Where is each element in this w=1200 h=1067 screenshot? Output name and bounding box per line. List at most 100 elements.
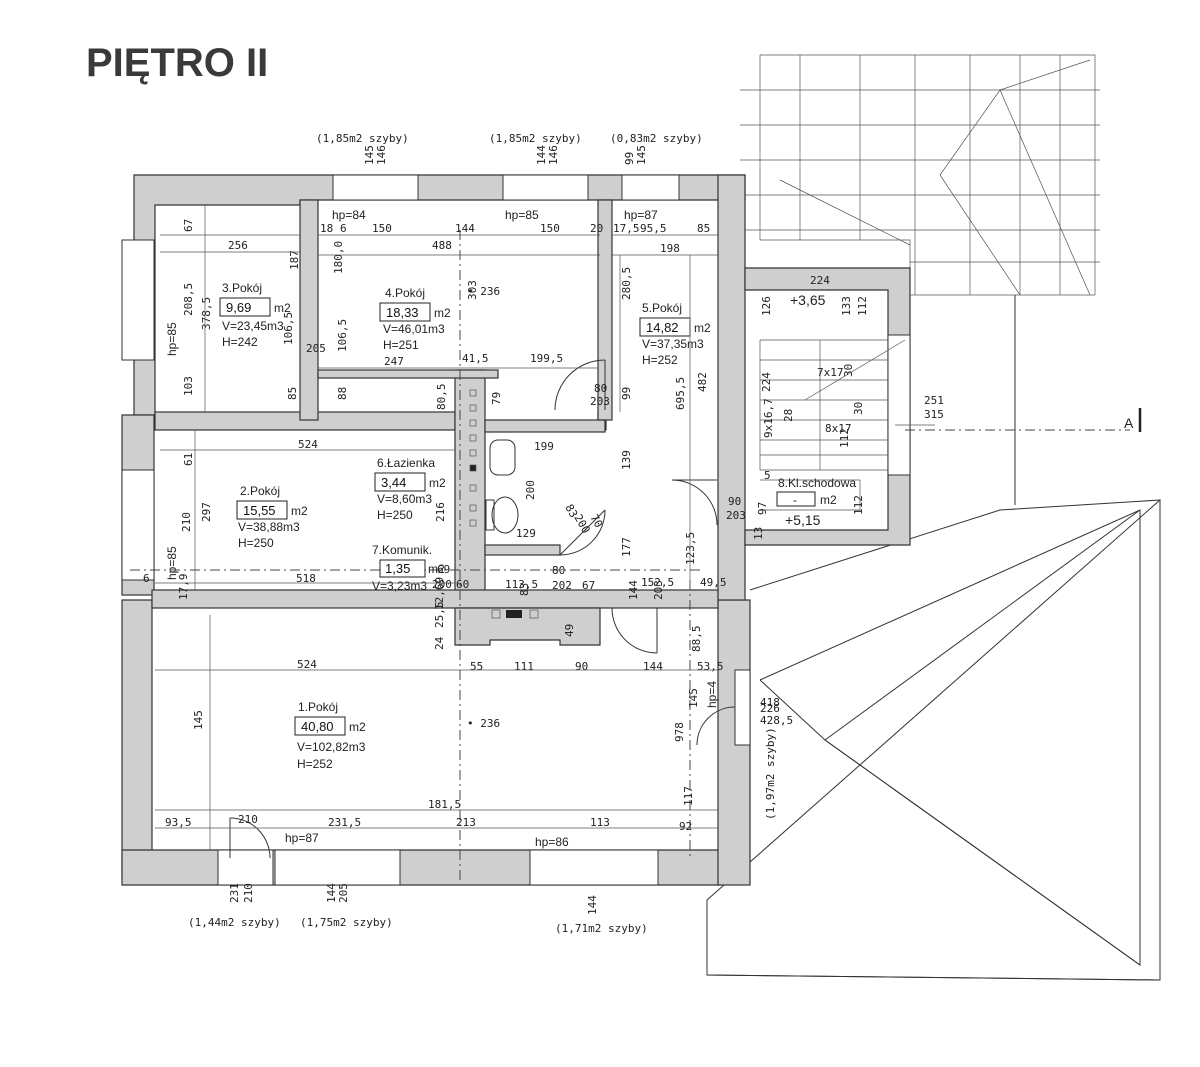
room-2-height: H=250 bbox=[238, 536, 274, 550]
room-2: 2.Pokój 15,55 m2 V=38,88m3 H=250 bbox=[236, 484, 308, 550]
glazing-bottom-1: (1,44m2 szyby) bbox=[188, 916, 281, 929]
dimension-label: 99 bbox=[623, 152, 636, 165]
dimension-label: 518 bbox=[296, 572, 316, 585]
dimension-label: 146 bbox=[375, 145, 388, 165]
dimension-label: 13 bbox=[752, 527, 765, 540]
room-2-name: 2.Pokój bbox=[240, 484, 280, 498]
dimension-label: 524 bbox=[297, 658, 317, 671]
dimension-label: 17,5 bbox=[613, 222, 640, 235]
dimension-label: 97 bbox=[756, 502, 769, 515]
dimension-label: 20 bbox=[590, 222, 603, 235]
washbasin-icon bbox=[489, 439, 516, 476]
sill-left-1: hp=85 bbox=[165, 322, 179, 356]
window-top-2 bbox=[502, 174, 589, 201]
dimension-label: 67 bbox=[182, 219, 195, 232]
spot-level-1: • 236 bbox=[467, 285, 500, 298]
room-6-unit: m2 bbox=[429, 476, 446, 490]
room-6: 6.Łazienka 3,44 m2 V=8,60m3 H=250 bbox=[374, 456, 446, 522]
dimension-label: 224 bbox=[760, 372, 773, 392]
dimension-label: 5 bbox=[764, 469, 771, 482]
glazing-top-2: (1,85m2 szyby) bbox=[489, 132, 582, 145]
dimension-label: 200 bbox=[524, 480, 537, 500]
dimension-label: 95,5 bbox=[640, 222, 667, 235]
dimension-label: 213 bbox=[456, 816, 476, 829]
dimension-label: 99 bbox=[620, 387, 633, 400]
dimension-label: 61 bbox=[182, 453, 195, 466]
dimension-label: 6 bbox=[340, 222, 347, 235]
sill-left-2: hp=85 bbox=[165, 546, 179, 580]
window-left-2 bbox=[121, 469, 155, 581]
dimension-label: 88 bbox=[336, 387, 349, 400]
dimension-label: 17,9 bbox=[177, 574, 190, 601]
room-1-area: 40,80 bbox=[301, 719, 334, 734]
dimension-label: 67 bbox=[582, 579, 595, 592]
dimension-label: 90 bbox=[575, 660, 588, 673]
dimension-label: 144 bbox=[535, 145, 548, 165]
dimension-label: 92 bbox=[679, 820, 692, 833]
dimension-label: 203 bbox=[726, 509, 746, 522]
dimension-label: 150 bbox=[372, 222, 392, 235]
dimension-label: 199 bbox=[534, 440, 554, 453]
window-stair bbox=[887, 334, 911, 476]
dimension-label: 60 bbox=[456, 578, 469, 591]
dimension-label: 123,5 bbox=[684, 532, 697, 565]
dimension-label: 488 bbox=[432, 239, 452, 252]
dimension-label: 202 bbox=[552, 579, 572, 592]
dimension-label: 49 bbox=[563, 624, 576, 637]
room-4-name: 4.Pokój bbox=[385, 286, 425, 300]
dimension-label: 144 bbox=[586, 895, 599, 915]
dimension-label: 150 bbox=[540, 222, 560, 235]
dimension-label: 210 bbox=[242, 883, 255, 903]
dimension-label: 280,5 bbox=[620, 267, 633, 300]
stairs bbox=[759, 339, 906, 511]
dimension-label: 112 bbox=[856, 296, 869, 316]
room-4-area: 18,33 bbox=[386, 305, 419, 320]
dimension-label: 203 bbox=[590, 395, 610, 408]
stair-flight-2: 8x17 bbox=[825, 422, 852, 435]
dimension-label: 203 bbox=[652, 580, 665, 600]
dimension-label: 695,5 bbox=[674, 377, 687, 410]
room-6-area: 3,44 bbox=[381, 475, 406, 490]
room-5-height: H=252 bbox=[642, 353, 678, 367]
dimension-label: 6 bbox=[143, 572, 150, 585]
dimension-label: 177 bbox=[620, 537, 633, 557]
dimension-label: 55 bbox=[470, 660, 483, 673]
room-7-unit: m2 bbox=[428, 562, 445, 576]
glazing-top-1: (1,85m2 szyby) bbox=[316, 132, 409, 145]
sill-right: hp=4 bbox=[705, 681, 719, 708]
dimension-label: 28 bbox=[782, 409, 795, 422]
dimension-label: 93,5 bbox=[165, 816, 192, 829]
dimension-label: 41,5 bbox=[462, 352, 489, 365]
glazing-bottom-2: (1,75m2 szyby) bbox=[300, 916, 393, 929]
room-5-volume: V=37,35m3 bbox=[642, 337, 704, 351]
room-3-height: H=242 bbox=[222, 335, 258, 349]
dimension-label: 106,5 bbox=[336, 319, 349, 352]
dimension-label: 18 bbox=[320, 222, 333, 235]
dimension-label: 205 bbox=[306, 342, 326, 355]
dimension-label: 129 bbox=[516, 527, 536, 540]
dimension-label: 145 bbox=[192, 710, 205, 730]
window-top-1 bbox=[332, 174, 419, 201]
room-7-name: 7.Komunik. bbox=[372, 543, 432, 557]
room-7: 7.Komunik. 1,35 m2 V=3,23m3 bbox=[372, 543, 445, 593]
dimension-label: 247 bbox=[384, 355, 404, 368]
room-2-volume: V=38,88m3 bbox=[238, 520, 300, 534]
dimension-label: 231 bbox=[228, 883, 241, 903]
dimension-label: 208,5 bbox=[182, 283, 195, 316]
dimension-label: 524 bbox=[298, 438, 318, 451]
level-upper: +3,65 bbox=[790, 292, 826, 308]
room-4-volume: V=46,01m3 bbox=[383, 322, 445, 336]
room-5-name: 5.Pokój bbox=[642, 301, 682, 315]
roof-structure bbox=[706, 54, 1161, 981]
room-8-name: 8.Kl.schodowa bbox=[778, 476, 856, 490]
sill-bottom-2: hp=86 bbox=[535, 835, 569, 849]
dimension-label: 90 bbox=[728, 495, 741, 508]
room-4-height: H=251 bbox=[383, 338, 419, 352]
window-bottom-2 bbox=[274, 849, 401, 886]
sill-top-1: hp=84 bbox=[332, 208, 366, 222]
dimension-label: 80 bbox=[594, 382, 607, 395]
room-6-volume: V=8,60m3 bbox=[377, 492, 432, 506]
level-lower: +5,15 bbox=[785, 512, 821, 528]
dimension-label: 133 bbox=[840, 296, 853, 316]
dimension-label: 378,5 bbox=[200, 297, 213, 330]
